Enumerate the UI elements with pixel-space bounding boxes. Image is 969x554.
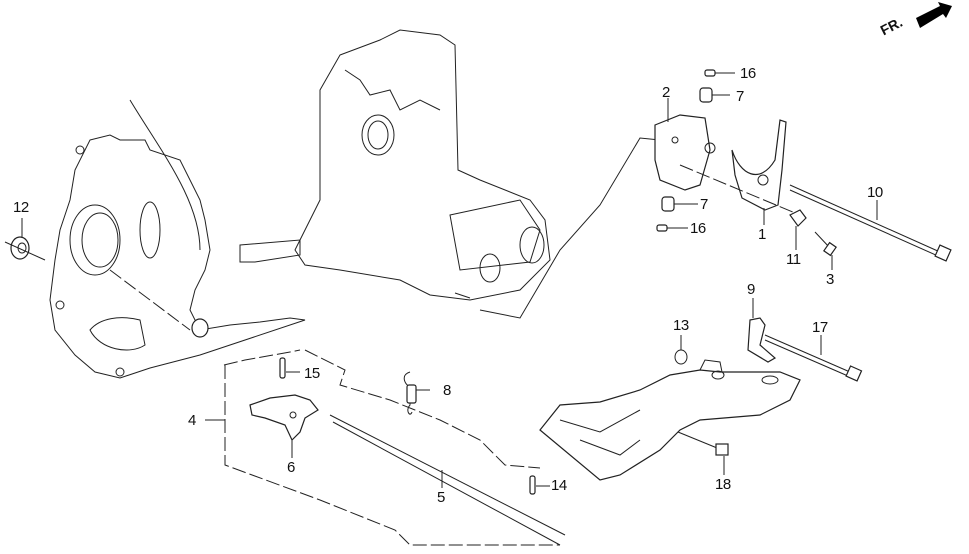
accumulator-plate (539, 359, 801, 481)
callout-o-ring-upper[interactable]: 16 (740, 65, 756, 82)
arrow-front-icon (916, 2, 952, 28)
callout-snap-ring[interactable]: 13 (673, 317, 689, 334)
callout-flange-bolt-long[interactable]: 17 (812, 319, 828, 336)
bushing (191, 318, 209, 338)
o-ring-lower (656, 224, 688, 232)
callout-servo-valve-body[interactable]: 2 (662, 84, 670, 101)
flange-bolt-long (764, 334, 863, 382)
detent-lever (249, 394, 319, 458)
spring-pin-upper (279, 357, 300, 379)
callout-spring-pin-upper[interactable]: 15 (304, 365, 320, 382)
callout-flange-bolt-short[interactable]: 18 (715, 476, 731, 493)
bolt (814, 231, 837, 270)
long-bolt (789, 184, 952, 262)
servo-valve-body (654, 98, 716, 191)
spring-pin-lower (529, 475, 550, 495)
control-shaft-assembly-frame (205, 349, 560, 546)
oil-seal (4, 218, 46, 261)
callout-shift-fork[interactable]: 1 (758, 226, 766, 243)
callout-lock-plate[interactable]: 11 (786, 251, 801, 268)
valve-body (239, 29, 551, 301)
plug-upper (699, 87, 730, 103)
o-ring-upper (704, 69, 735, 77)
flange-bolt-short (677, 431, 729, 475)
control-shaft (329, 414, 566, 546)
bracket (747, 298, 777, 363)
callout-long-bolt[interactable]: 10 (867, 184, 883, 201)
snap-ring (674, 335, 688, 365)
callout-detent-lever[interactable]: 6 (287, 459, 295, 476)
callout-plug-lower[interactable]: 7 (700, 196, 708, 213)
transmission-housing (49, 99, 306, 379)
callout-control-shaft-assembly[interactable]: 4 (188, 412, 196, 429)
callout-plug-upper[interactable]: 7 (736, 88, 744, 105)
lock-plate (789, 209, 807, 250)
callout-spring-pin-lower[interactable]: 14 (551, 477, 567, 494)
callout-bracket[interactable]: 9 (747, 281, 755, 298)
callout-control-shaft[interactable]: 5 (437, 489, 445, 506)
return-spring (403, 371, 430, 415)
shift-fork (679, 119, 801, 225)
callout-oil-seal[interactable]: 12 (13, 199, 29, 216)
callout-o-ring-lower[interactable]: 16 (690, 220, 706, 237)
plug-lower (661, 196, 698, 212)
callout-bolt[interactable]: 3 (826, 271, 834, 288)
callout-return-spring[interactable]: 8 (443, 382, 451, 399)
